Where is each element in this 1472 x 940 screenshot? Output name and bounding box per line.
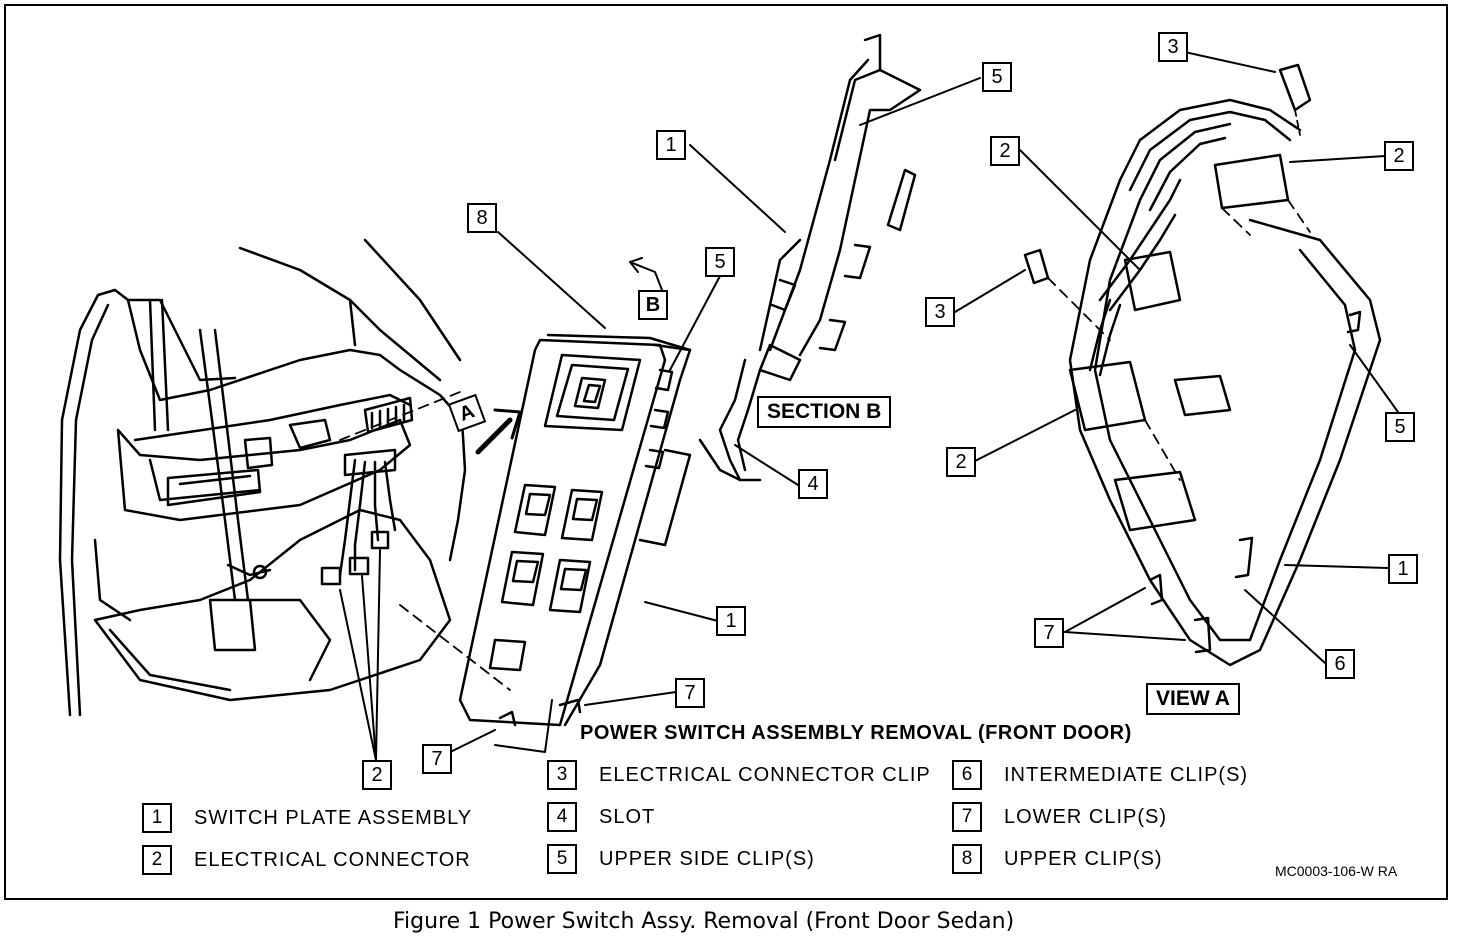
callout-3-view-left: 3 xyxy=(925,297,955,327)
callout-5-section: 5 xyxy=(982,62,1012,92)
leader-lines xyxy=(339,46,1399,761)
legend-number: 2 xyxy=(142,845,172,875)
callout-2-view-right: 2 xyxy=(1384,141,1414,171)
figure-code: MC0003-106-W RA xyxy=(1275,863,1398,879)
callout-7-switch-left: 7 xyxy=(422,744,452,774)
switch-plate-illustration xyxy=(458,257,692,727)
legend-number: 3 xyxy=(547,760,577,790)
legend-text: SWITCH PLATE ASSEMBLY xyxy=(194,807,473,829)
figure-border xyxy=(4,4,1448,900)
callout-7-switch-right: 7 xyxy=(675,678,705,708)
callout-3-view-top: 3 xyxy=(1158,32,1188,62)
legend-number: 1 xyxy=(142,803,172,833)
legend-text: UPPER CLIP(S) xyxy=(1004,848,1163,870)
legend-number: 4 xyxy=(547,802,577,832)
callout-1-switch: 1 xyxy=(716,606,746,636)
legend-number: 5 xyxy=(547,844,577,874)
callout-2-view-upper-left: 2 xyxy=(990,136,1020,166)
door-panel-illustration xyxy=(58,238,511,717)
legend-text: ELECTRICAL CONNECTOR xyxy=(194,849,471,871)
section-b-illustration xyxy=(698,33,922,482)
view-a-label: VIEW A xyxy=(1146,683,1240,715)
legend-text: SLOT xyxy=(599,806,656,828)
legend-number: 6 xyxy=(952,760,982,790)
section-b-label: SECTION B xyxy=(757,396,892,428)
legend-text: UPPER SIDE CLIP(S) xyxy=(599,848,815,870)
callout-7-view: 7 xyxy=(1034,618,1064,648)
callout-4-section: 4 xyxy=(798,469,828,499)
callout-2-view-lower-left: 2 xyxy=(946,447,976,477)
legend-text: LOWER CLIP(S) xyxy=(1004,806,1168,828)
callout-1-section: 1 xyxy=(656,130,686,160)
callout-5-view: 5 xyxy=(1385,412,1415,442)
view-a-illustration xyxy=(1023,63,1382,667)
callout-6-view: 6 xyxy=(1325,649,1355,679)
legend-text: INTERMEDIATE CLIP(S) xyxy=(1004,764,1249,786)
callout-1-view: 1 xyxy=(1388,554,1418,584)
figure-caption: Figure 1 Power Switch Assy. Removal (Fro… xyxy=(393,909,1015,934)
main-title: POWER SWITCH ASSEMBLY REMOVAL (FRONT DOO… xyxy=(580,722,1132,744)
callout-5-switch: 5 xyxy=(705,247,735,277)
callout-2-door: 2 xyxy=(362,760,392,790)
callout-8: 8 xyxy=(467,203,497,233)
legend-text: ELECTRICAL CONNECTOR CLIP xyxy=(599,764,931,786)
legend-number: 8 xyxy=(952,844,982,874)
view-marker-b: B xyxy=(638,290,668,320)
legend-number: 7 xyxy=(952,802,982,832)
